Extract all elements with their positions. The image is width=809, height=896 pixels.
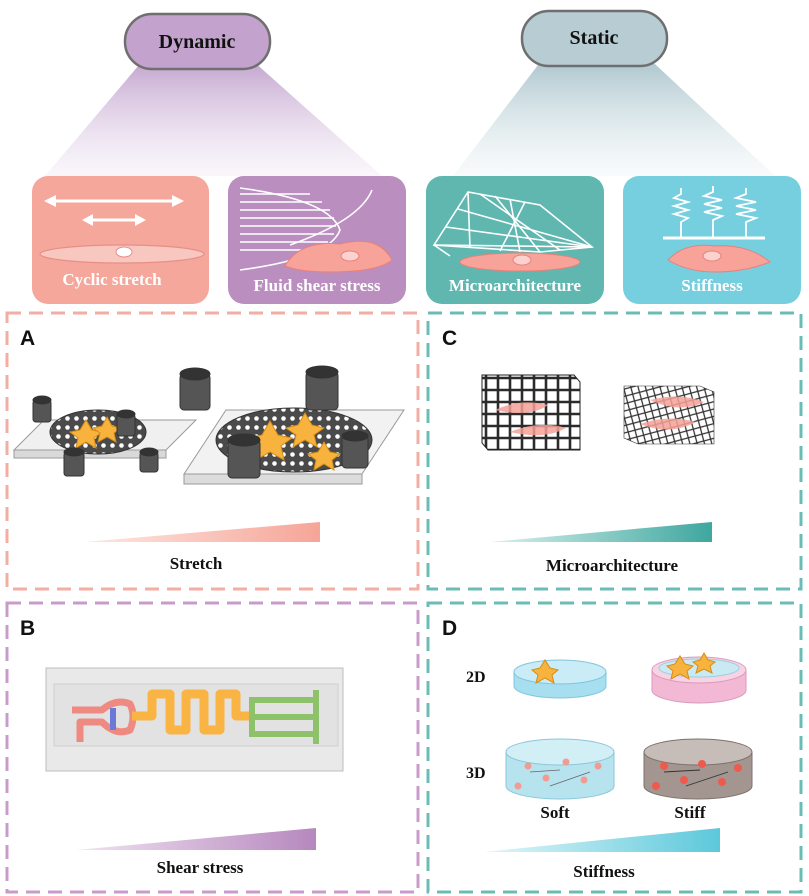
static-fan [453, 52, 775, 176]
card-cyclic-stretch: Cyclic stretch [32, 176, 209, 304]
static-label: Static [570, 27, 619, 49]
dish-3d-stiff [643, 738, 753, 800]
panel-b-border [5, 601, 420, 894]
springs-icon [663, 186, 765, 240]
microarchitecture-gradient-wedge [490, 522, 712, 542]
panel-letter-d: D [442, 617, 457, 640]
card-label-microarchitecture: Microarchitecture [449, 276, 582, 295]
card-microarchitecture: Microarchitecture [426, 176, 604, 304]
panel-d-border [426, 601, 803, 894]
panel-a-border [5, 311, 420, 591]
panel-c-gradient-label: Microarchitecture [546, 556, 679, 575]
shear-cell-icon [284, 240, 393, 273]
stretch-device-large [179, 365, 405, 485]
cell-star-icon [68, 419, 104, 450]
clamp-posts-large-icon [179, 365, 369, 479]
flow-profile-icon [239, 187, 373, 271]
panel-letter-a: A [20, 327, 35, 350]
dynamic-capsule: Dynamic [123, 12, 272, 71]
card-fluid-shear-stress: Fluid shear stress [228, 176, 406, 304]
shear-gradient-wedge [76, 828, 316, 850]
col-label-soft: Soft [540, 803, 570, 822]
dish-2d-soft [513, 659, 607, 699]
panel-letter-b: B [20, 617, 35, 640]
microfluidic-chip [45, 667, 344, 772]
stretch-arrows-icon [44, 195, 184, 226]
card-label-cyclic-stretch: Cyclic stretch [62, 270, 162, 289]
clamp-posts-small-icon [32, 395, 159, 477]
dish-3d-soft [505, 738, 615, 800]
card-label-fluid-shear-stress: Fluid shear stress [254, 276, 381, 295]
card-stiffness: Stiffness [623, 176, 801, 304]
panel-b-gradient-label: Shear stress [157, 858, 244, 877]
panel-d-gradient-label: Stiffness [573, 862, 635, 881]
card-label-stiffness: Stiffness [681, 276, 743, 295]
mesh-scaffold [623, 385, 715, 445]
stiffness-gradient-wedge [484, 828, 720, 852]
stretch-device-small [12, 395, 198, 477]
panel-c-border [426, 311, 803, 591]
dish-2d-stiff [651, 651, 747, 704]
dynamic-fan [45, 52, 382, 176]
stretch-gradient-wedge [84, 522, 320, 542]
row-label-3d: 3D [466, 765, 486, 782]
col-label-stiff: Stiff [674, 803, 706, 822]
static-capsule: Static [520, 9, 669, 68]
panel-letter-c: C [442, 327, 457, 350]
panel-a-gradient-label: Stretch [170, 554, 223, 573]
row-label-2d: 2D [466, 669, 486, 686]
dynamic-label: Dynamic [159, 31, 236, 53]
scaffold-wireframe-icon [432, 191, 595, 257]
lattice-scaffold [481, 374, 581, 451]
